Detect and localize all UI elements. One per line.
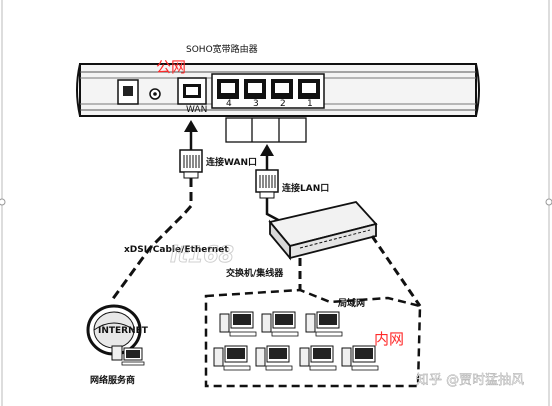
watermark-text: 知乎 @贾时猛抽风: [416, 372, 524, 388]
left-handle-icon: [0, 198, 6, 206]
computer-icon: [261, 311, 299, 337]
lan-cable: [265, 198, 283, 224]
port-number: 2: [280, 99, 286, 109]
label-switch: 交换机/集线器: [226, 267, 284, 279]
computer-icon: [305, 311, 343, 337]
lan-plug-icon: [255, 169, 279, 199]
internet-label: INTERNET: [98, 326, 149, 336]
computer-icon: [219, 311, 257, 337]
port-number: 3: [253, 99, 259, 109]
switch: [268, 201, 378, 261]
lan-computers: [213, 311, 379, 371]
lan-cable-bracket: [225, 117, 307, 143]
wan-plug-icon: [179, 149, 203, 179]
lan-zone-boundary: [204, 288, 422, 388]
port-number: 1: [307, 99, 313, 109]
label-isp-link: xDSL/Cable/Ethernet: [124, 245, 229, 255]
lan-port-1-icon: [217, 79, 239, 99]
label-isp: 网络服务商: [90, 374, 135, 386]
computer-icon: [299, 345, 337, 371]
wan-port-label: WAN: [186, 105, 207, 115]
lan-port-4-icon: [298, 79, 320, 99]
isp-computer-icon: [111, 345, 145, 366]
label-wan-connection: 连接WAN口: [206, 156, 257, 168]
switch-cable-right: [370, 235, 422, 307]
label-lan-zone: 局域网: [338, 297, 365, 309]
watermark-logo: it168: [170, 243, 235, 269]
wan-cable: [110, 178, 193, 301]
computer-icon: [213, 345, 251, 371]
router-title: SOHO宽带路由器: [186, 43, 258, 55]
router: WAN 4 3 2 1: [76, 63, 480, 117]
svg-text:it168: it168: [170, 243, 234, 268]
lan-arrow-icon: [260, 144, 274, 170]
annotation-lan: 内网: [374, 330, 404, 348]
port-number: 4: [226, 99, 232, 109]
right-handle-icon: [545, 198, 552, 206]
lan-port-3-icon: [271, 79, 293, 99]
label-lan-connection: 连接LAN口: [282, 182, 329, 194]
annotation-wan: 公网: [156, 58, 186, 76]
wan-arrow-icon: [184, 120, 198, 150]
computer-icon: [255, 345, 293, 371]
computer-icon: [341, 345, 379, 371]
lan-port-2-icon: [244, 79, 266, 99]
